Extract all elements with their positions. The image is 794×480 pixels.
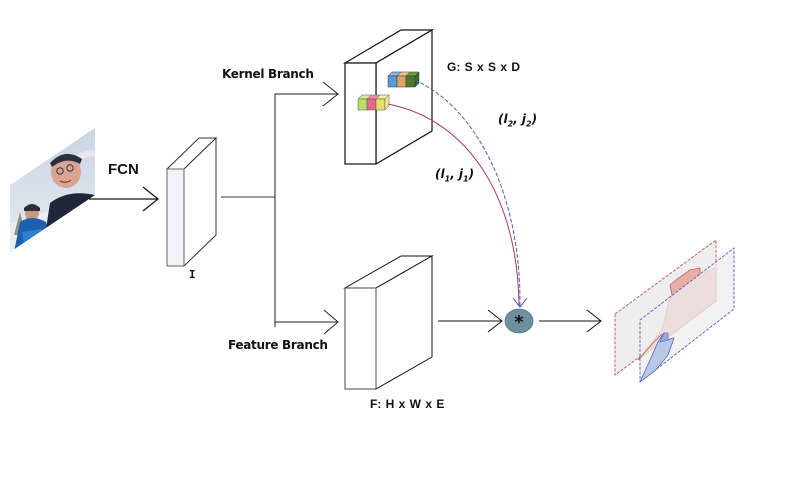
input-image [10,128,95,252]
position-1-sub-l: 1 [444,174,451,184]
feature-tensor-label: F: H x W x E [370,397,445,411]
kernel-cells-2 [387,71,420,88]
position-1-mid: , j [450,167,464,181]
output-masks [614,239,735,383]
position-2-sub-j: 2 [526,119,532,129]
position-2-mid: , j [513,112,527,126]
position-1-prefix: (l [435,167,445,181]
position-2-prefix: (l [498,112,508,126]
kernel-curve-2 [414,79,521,307]
feature-i-label: I [189,268,196,281]
fcn-label: FCN [108,161,139,178]
curve-arrowhead [512,297,528,308]
feature-branch-label: Feature Branch [228,338,328,352]
fcn-arrow [89,186,159,212]
position-1-suffix: ) [468,167,475,181]
position-2-suffix: ) [531,112,538,126]
feature-to-operator-arrow [438,309,503,333]
position-1-label: (l1, j1) [435,167,474,183]
position-2-sub-l: 2 [507,119,514,129]
convolution-operator: * [504,308,534,334]
operator-symbol: * [514,312,524,333]
branch-connectors [221,81,339,335]
position-1-sub-j: 1 [463,174,469,184]
feature-block-i [165,136,218,268]
position-2-label: (l2, j2) [498,112,537,128]
operator-to-output-arrow [539,309,602,333]
kernel-tensor-label: G: S x S x D [447,60,521,74]
kernel-cells-1 [357,94,390,111]
kernel-curve-1 [387,103,520,307]
kernel-branch-label: Kernel Branch [222,67,314,81]
feature-block-f [343,255,434,390]
kernel-block-g [342,28,435,166]
